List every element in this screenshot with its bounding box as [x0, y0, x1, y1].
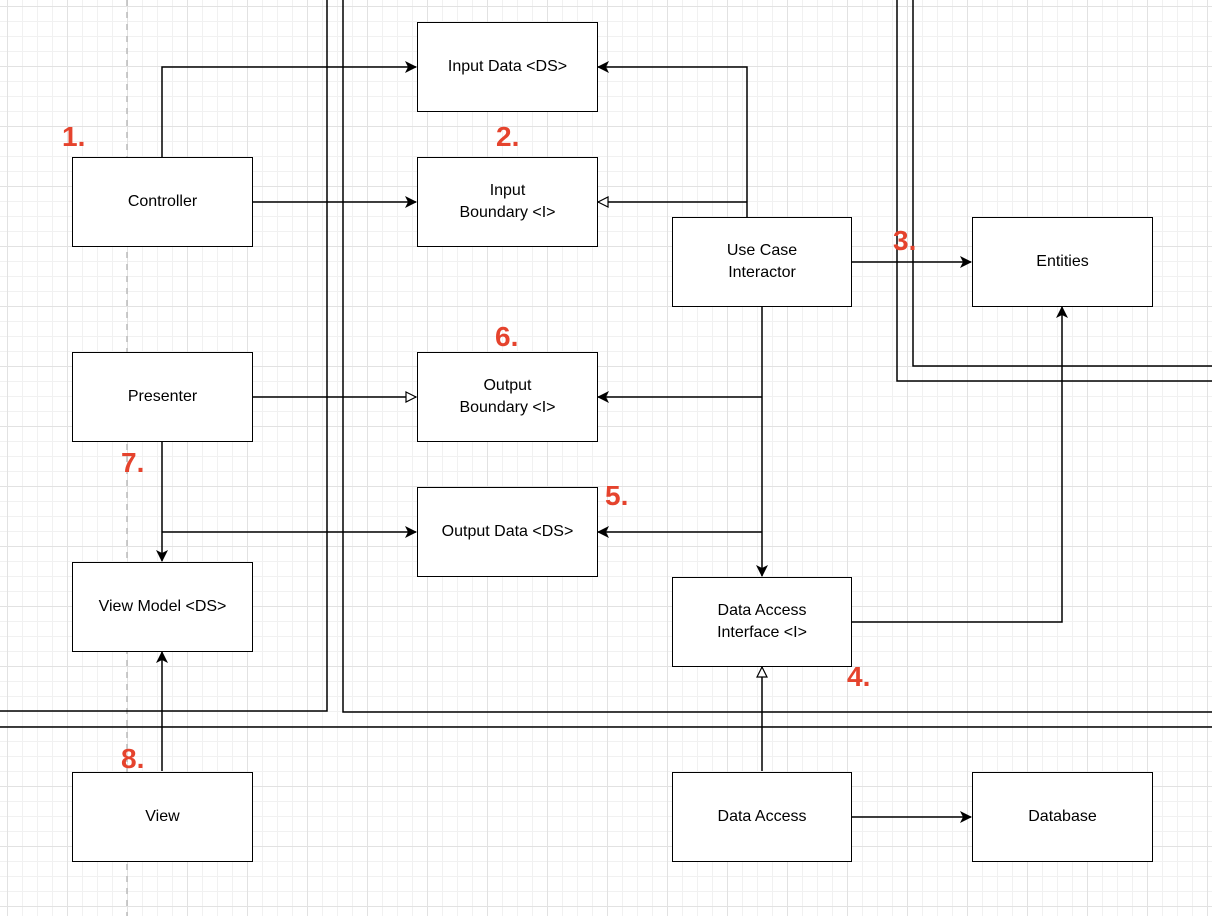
data-access-box[interactable]: Data Access	[672, 772, 852, 862]
boundary-entities-outer	[896, 0, 1212, 382]
step-number-8: 8.	[121, 743, 145, 774]
database-box[interactable]: Database	[972, 772, 1153, 862]
input-data-box[interactable]: Input Data <DS>	[417, 22, 598, 112]
arrow-data-access-interface-to-entities	[851, 306, 1068, 623]
use-case-interactor-box[interactable]: Use Case Interactor	[672, 217, 852, 307]
entities-box[interactable]: Entities	[972, 217, 1153, 307]
input-boundary-box[interactable]: Input Boundary <I>	[417, 157, 598, 247]
output-boundary-box[interactable]: Output Boundary <I>	[417, 352, 598, 442]
step-number-2: 2.	[496, 121, 520, 152]
step-number-4: 4.	[847, 661, 871, 692]
arrow-controller-to-input-data	[161, 61, 417, 157]
output-data-box[interactable]: Output Data <DS>	[417, 487, 598, 577]
boundary-entities-inner	[912, 0, 1212, 367]
step-number-6: 6.	[495, 321, 519, 352]
boundary-usecases	[342, 0, 1212, 713]
arrows	[156, 61, 1068, 823]
data-access-interface-box[interactable]: Data Access Interface <I>	[672, 577, 852, 667]
step-number-1: 1.	[62, 121, 86, 152]
view-model-box[interactable]: View Model <DS>	[72, 562, 253, 652]
presenter-box[interactable]: Presenter	[72, 352, 253, 442]
step-number-7: 7.	[121, 447, 145, 478]
boundary-controllers-left	[0, 0, 328, 712]
arrow-interactor-to-input-data	[597, 61, 748, 217]
step-number-5: 5.	[605, 480, 629, 511]
controller-box[interactable]: Controller	[72, 157, 253, 247]
view-box[interactable]: View	[72, 772, 253, 862]
step-number-3: 3.	[893, 225, 917, 256]
